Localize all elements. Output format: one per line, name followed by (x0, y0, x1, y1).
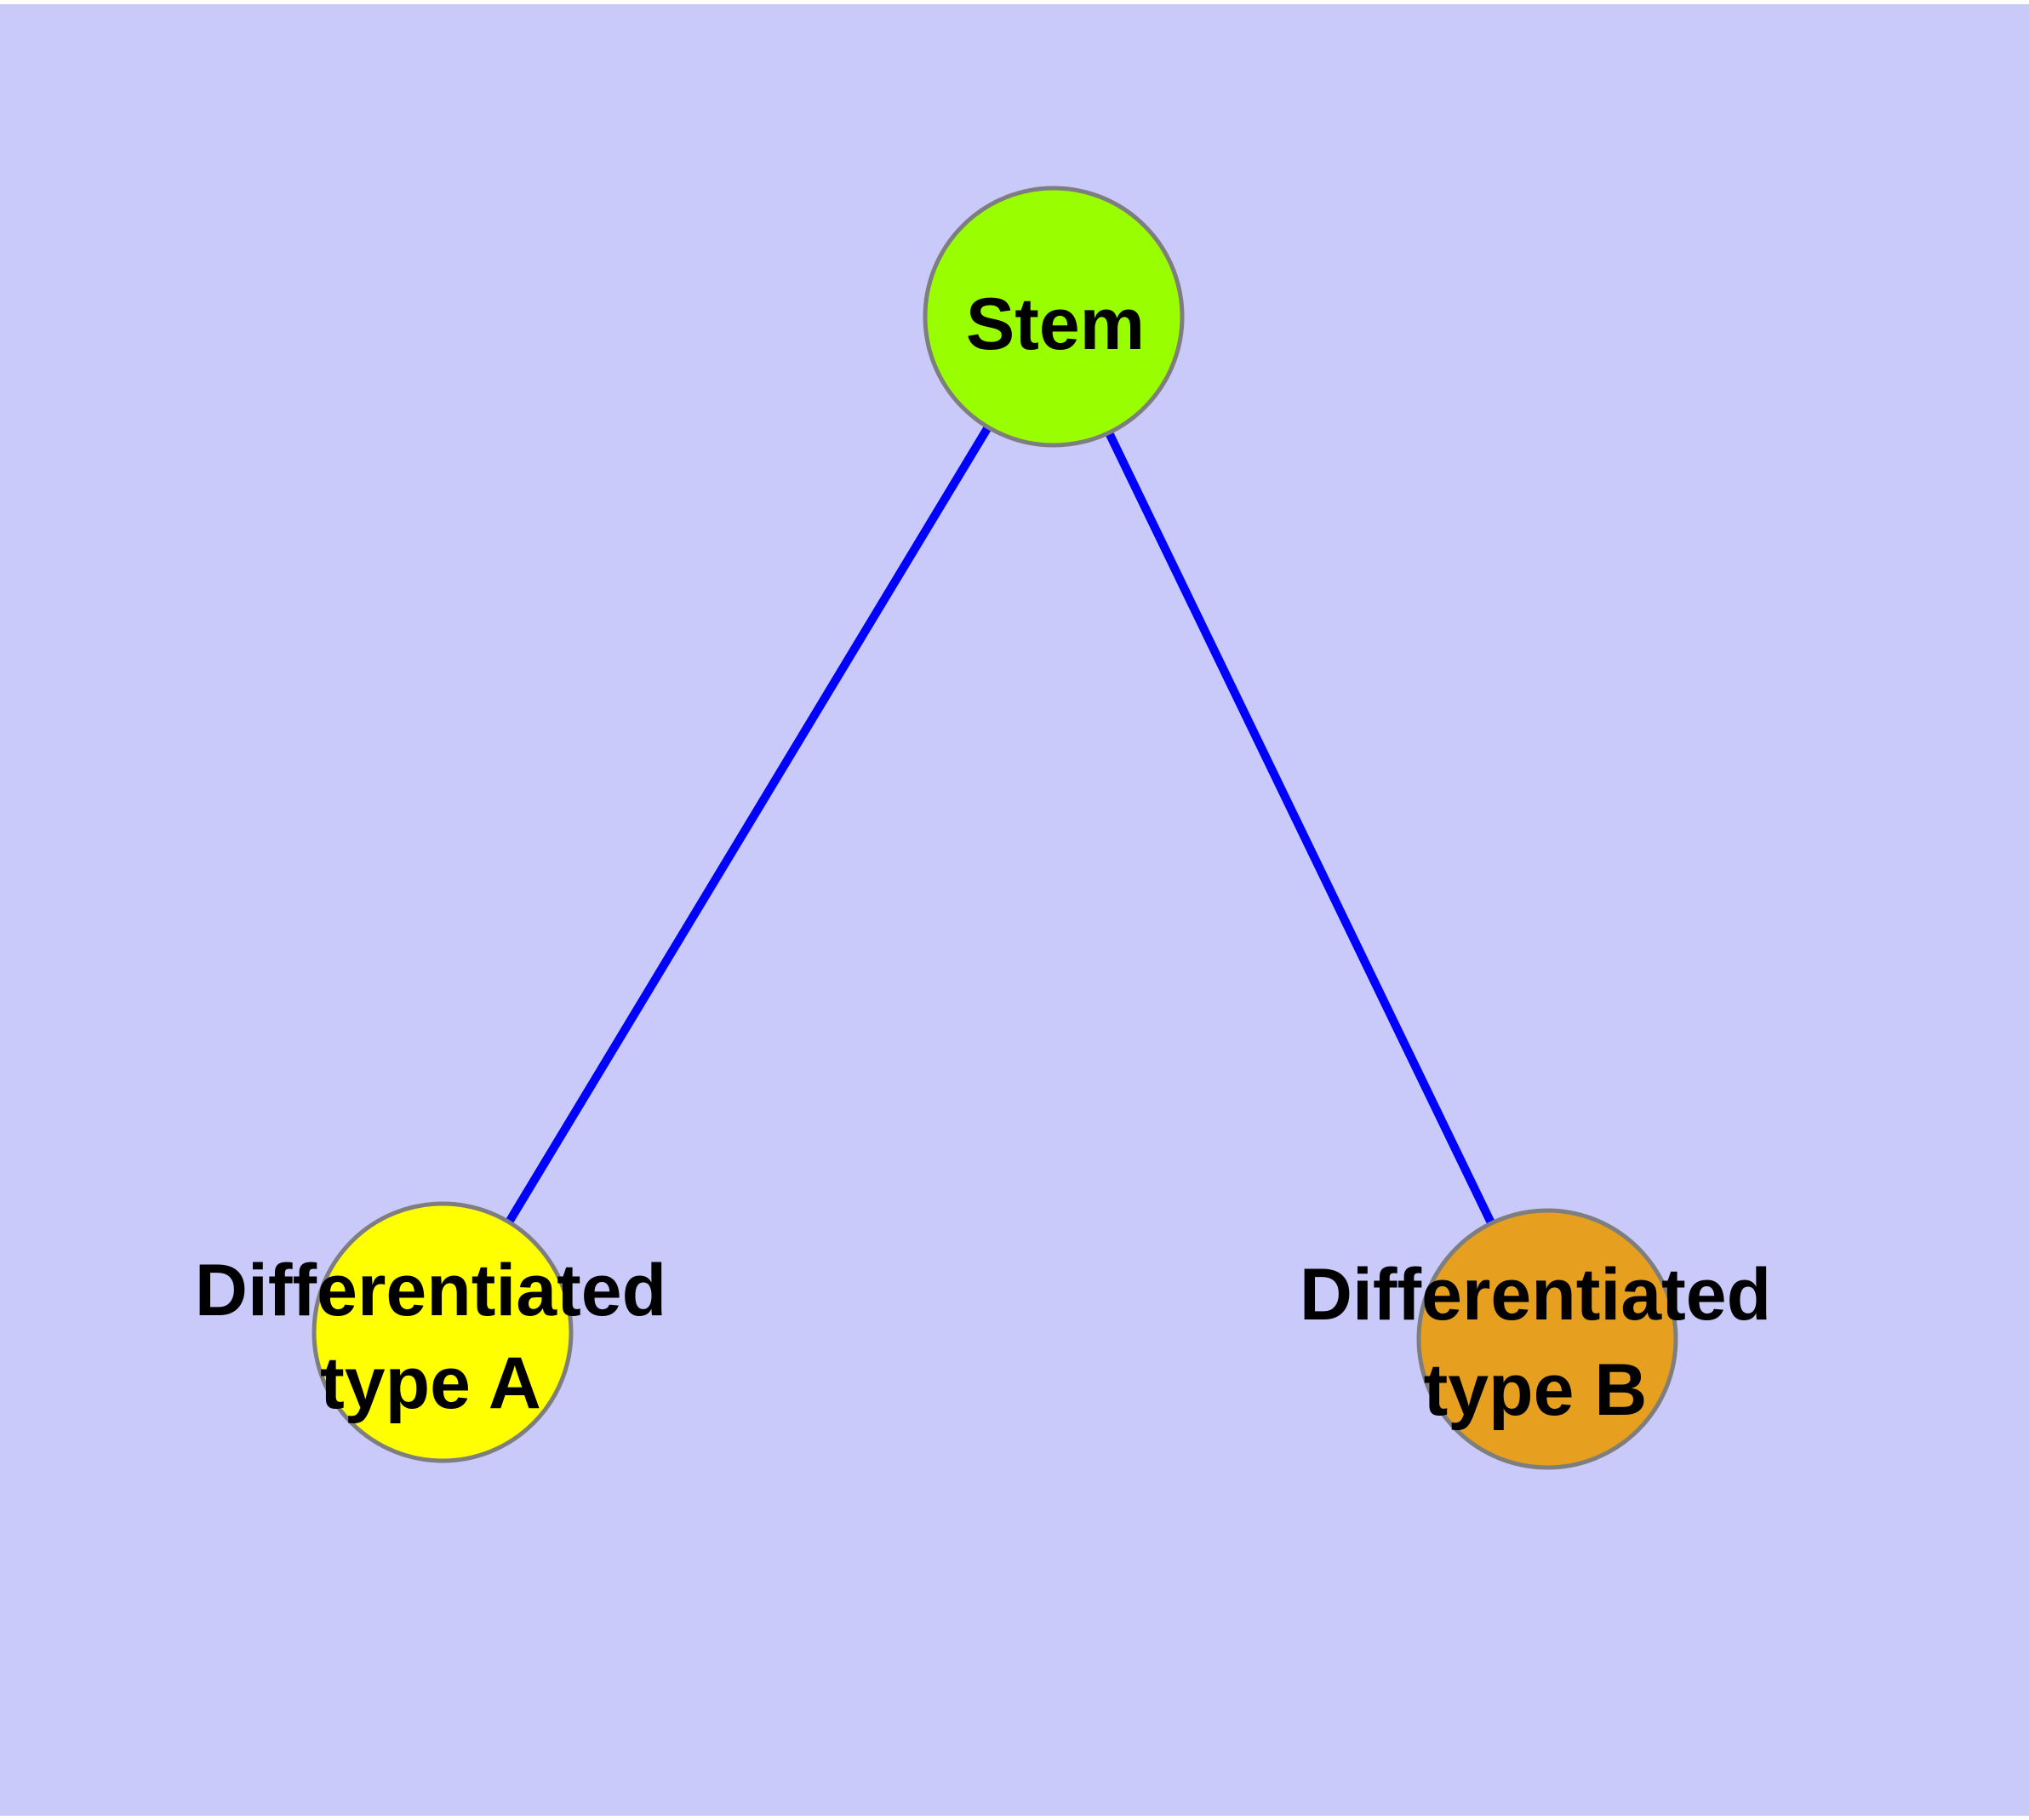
edge-stem-to-type-a (438, 316, 1058, 1335)
node-stem-label: Stem (966, 283, 1145, 365)
edge-stem-to-type-b (1049, 316, 1552, 1342)
node-type-a-label-line2: type A (320, 1342, 541, 1424)
node-type-b-label-line2: type B (1424, 1349, 1648, 1431)
node-type-b-label-line1: Differentiated (1300, 1254, 1771, 1336)
node-type-a-circle (311, 1201, 574, 1463)
node-type-b-circle (1416, 1208, 1678, 1470)
node-type-a-label-line1: Differentiated (195, 1250, 666, 1331)
node-stem-circle (923, 186, 1185, 448)
